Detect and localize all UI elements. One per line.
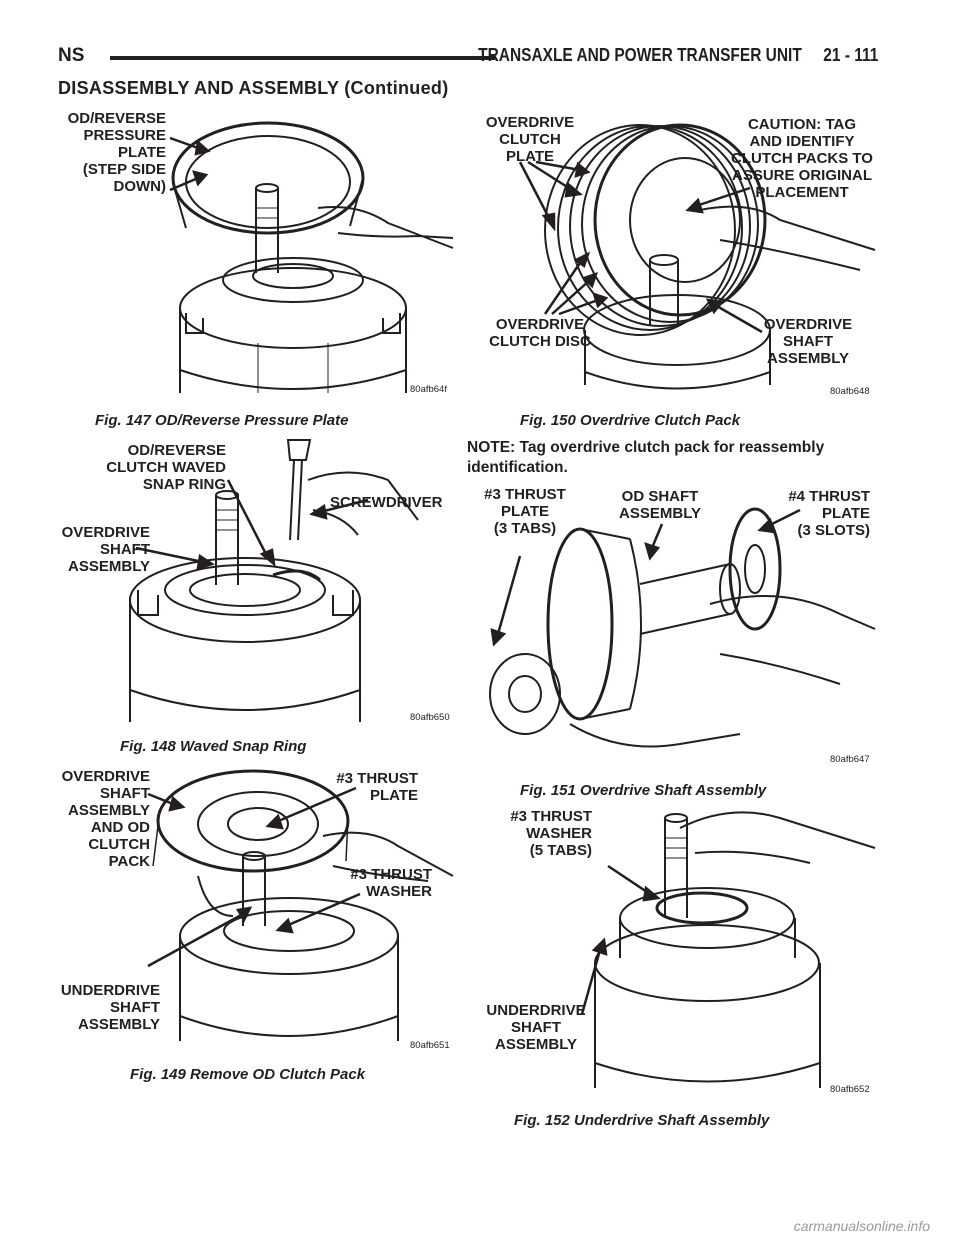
label-line: OD/REVERSE — [67, 110, 166, 127]
callout-thrust-plate-3: #3 THRUST PLATE (3 TABS) — [480, 486, 570, 537]
figure-147: OD/REVERSE PRESSURE PLATE (STEP SIDE DOW… — [58, 108, 463, 398]
callout-caution: CAUTION: TAG AND IDENTIFY CLUTCH PACKS T… — [724, 116, 880, 201]
label-line: (3 TABS) — [493, 520, 557, 537]
illustration-remove-od-clutch-pack — [147, 769, 454, 1041]
callout-underdrive-shaft-assembly: UNDERDRIVE SHAFT ASSEMBLY — [480, 1002, 592, 1053]
label-line: CLUTCH PACKS TO — [731, 150, 873, 167]
label-line: OVERDRIVE — [763, 316, 853, 333]
label-line: PRESSURE — [83, 127, 166, 144]
label-line: ASSEMBLY — [68, 802, 150, 819]
header-manual-code: NS — [58, 45, 85, 66]
figure-id: 80afb652 — [830, 1084, 870, 1095]
label-line: UNDERDRIVE — [60, 982, 160, 999]
callout-thrust-washer-5-tabs: #3 THRUST WASHER (5 TABS) — [500, 808, 592, 859]
figure-150: OVERDRIVE CLUTCH PLATE CAUTION: TAG AND … — [480, 110, 880, 400]
label-line: ASSEMBLY — [495, 1036, 577, 1053]
label-line: #3 THRUST — [336, 770, 418, 787]
caption-fig-152: Fig. 152 Underdrive Shaft Assembly — [514, 1112, 770, 1129]
illustration-overdrive-clutch-pack — [518, 123, 876, 390]
illustration-waved-snap-ring — [129, 439, 419, 722]
label-line: ASSEMBLY — [767, 350, 849, 367]
label-line: PLATE — [505, 148, 555, 165]
label-line: (3 SLOTS) — [797, 522, 870, 539]
figure-id: 80afb648 — [830, 386, 870, 397]
callout-thrust-plate-4: #4 THRUST PLATE (3 SLOTS) — [768, 488, 870, 539]
label-line: WASHER — [526, 825, 592, 842]
label-line: CLUTCH DISC — [489, 333, 591, 350]
callout-screwdriver: SCREWDRIVER — [330, 494, 443, 511]
callout-waved-snap-ring: OD/REVERSE CLUTCH WAVED SNAP RING — [58, 442, 226, 493]
label-line: #4 THRUST — [788, 488, 870, 505]
caption-fig-149: Fig. 149 Remove OD Clutch Pack — [130, 1066, 366, 1083]
section-title: DISASSEMBLY AND ASSEMBLY (Continued) — [58, 78, 449, 98]
label-line: ASSEMBLY — [68, 558, 150, 575]
label-line: CLUTCH WAVED — [106, 459, 226, 476]
page-header: NS TRANSAXLE AND POWER TRANSFER UNIT 21 … — [58, 42, 878, 72]
label-line: CLUTCH — [88, 836, 150, 853]
label-line: WASHER — [366, 883, 432, 900]
label-line: (STEP SIDE — [82, 161, 166, 178]
callout-overdrive-clutch-disc: OVERDRIVE CLUTCH DISC — [480, 316, 600, 350]
label-line: OVERDRIVE — [61, 524, 150, 541]
callout-od-shaft-assembly: OD SHAFT ASSEMBLY — [610, 488, 710, 522]
label-line: SHAFT — [110, 999, 160, 1016]
callout-od-shaft-and-clutch-pack: OVERDRIVE SHAFT ASSEMBLY AND OD CLUTCH P… — [58, 768, 150, 870]
label-line: PLATE — [500, 503, 550, 520]
callout-thrust-plate: #3 THRUST PLATE — [326, 770, 418, 804]
header-section-page: TRANSAXLE AND POWER TRANSFER UNIT 21 - 1… — [477, 45, 878, 65]
figure-id: 80afb650 — [410, 712, 450, 723]
illustration-underdrive-shaft-assembly — [580, 811, 876, 1088]
label-line: SNAP RING — [142, 476, 226, 493]
figure-id: 80afb647 — [830, 754, 870, 765]
label-line: PLATE — [369, 787, 418, 804]
label-line: OVERDRIVE — [495, 316, 585, 333]
label-line: PLATE — [117, 144, 166, 161]
figure-id: 80afb651 — [410, 1040, 450, 1051]
figure-id: 80afb64f — [410, 384, 447, 395]
label-line: OD SHAFT — [621, 488, 699, 505]
illustration-pressure-plate — [169, 121, 454, 393]
label-line: OD/REVERSE — [127, 442, 226, 459]
label-line: SHAFT — [100, 785, 150, 802]
label-line: OVERDRIVE — [61, 768, 150, 785]
callout-underdrive-shaft: UNDERDRIVE SHAFT ASSEMBLY — [58, 982, 160, 1033]
callout-overdrive-shaft-assembly: OVERDRIVE SHAFT ASSEMBLY — [758, 316, 858, 367]
note-tag-clutch-pack: NOTE: Tag overdrive clutch pack for reas… — [467, 439, 825, 476]
label-line: PLATE — [821, 505, 870, 522]
caption-fig-148: Fig. 148 Waved Snap Ring — [120, 738, 307, 755]
label-line: CAUTION: TAG — [747, 116, 857, 133]
label-line: AND OD — [90, 819, 150, 836]
callout-thrust-washer: #3 THRUST WASHER — [326, 866, 432, 900]
label-line: SHAFT — [100, 541, 150, 558]
label-line: PACK — [108, 853, 150, 870]
label-line: DOWN) — [113, 178, 167, 195]
label-line: (5 TABS) — [529, 842, 592, 859]
label-line: SHAFT — [511, 1019, 561, 1036]
label-line: UNDERDRIVE — [486, 1002, 586, 1019]
caption-fig-150: Fig. 150 Overdrive Clutch Pack — [520, 412, 741, 429]
figure-148: OD/REVERSE CLUTCH WAVED SNAP RING SCREWD… — [58, 439, 463, 730]
header-rule — [110, 56, 495, 60]
label-line: ASSURE ORIGINAL — [731, 167, 872, 184]
figure-151: #3 THRUST PLATE (3 TABS) OD SHAFT ASSEMB… — [480, 484, 880, 774]
illustration-overdrive-shaft-assembly — [489, 507, 876, 748]
label-line: #3 THRUST — [510, 808, 592, 825]
label-line: #3 THRUST — [350, 866, 432, 883]
label-line: CLUTCH — [499, 131, 561, 148]
label-line: PLACEMENT — [755, 184, 849, 201]
figure-149: OVERDRIVE SHAFT ASSEMBLY AND OD CLUTCH P… — [58, 766, 463, 1056]
figure-152: #3 THRUST WASHER (5 TABS) UNDERDRIVE SHA… — [480, 808, 880, 1098]
watermark: carmanualsonline.info — [793, 1218, 930, 1234]
callout-od-reverse-pressure-plate: OD/REVERSE PRESSURE PLATE (STEP SIDE DOW… — [58, 110, 166, 195]
label-line: AND IDENTIFY — [749, 133, 855, 150]
caption-fig-147: Fig. 147 OD/Reverse Pressure Plate — [95, 412, 349, 429]
callout-overdrive-clutch-plate: OVERDRIVE CLUTCH PLATE — [480, 114, 580, 165]
label-line: OVERDRIVE — [485, 114, 575, 131]
label-line: ASSEMBLY — [619, 505, 701, 522]
label-line: ASSEMBLY — [78, 1016, 160, 1033]
label-line: #3 THRUST — [484, 486, 566, 503]
callout-overdrive-shaft: OVERDRIVE SHAFT ASSEMBLY — [58, 524, 150, 575]
caption-fig-151: Fig. 151 Overdrive Shaft Assembly — [520, 782, 767, 799]
label-line: SHAFT — [783, 333, 833, 350]
